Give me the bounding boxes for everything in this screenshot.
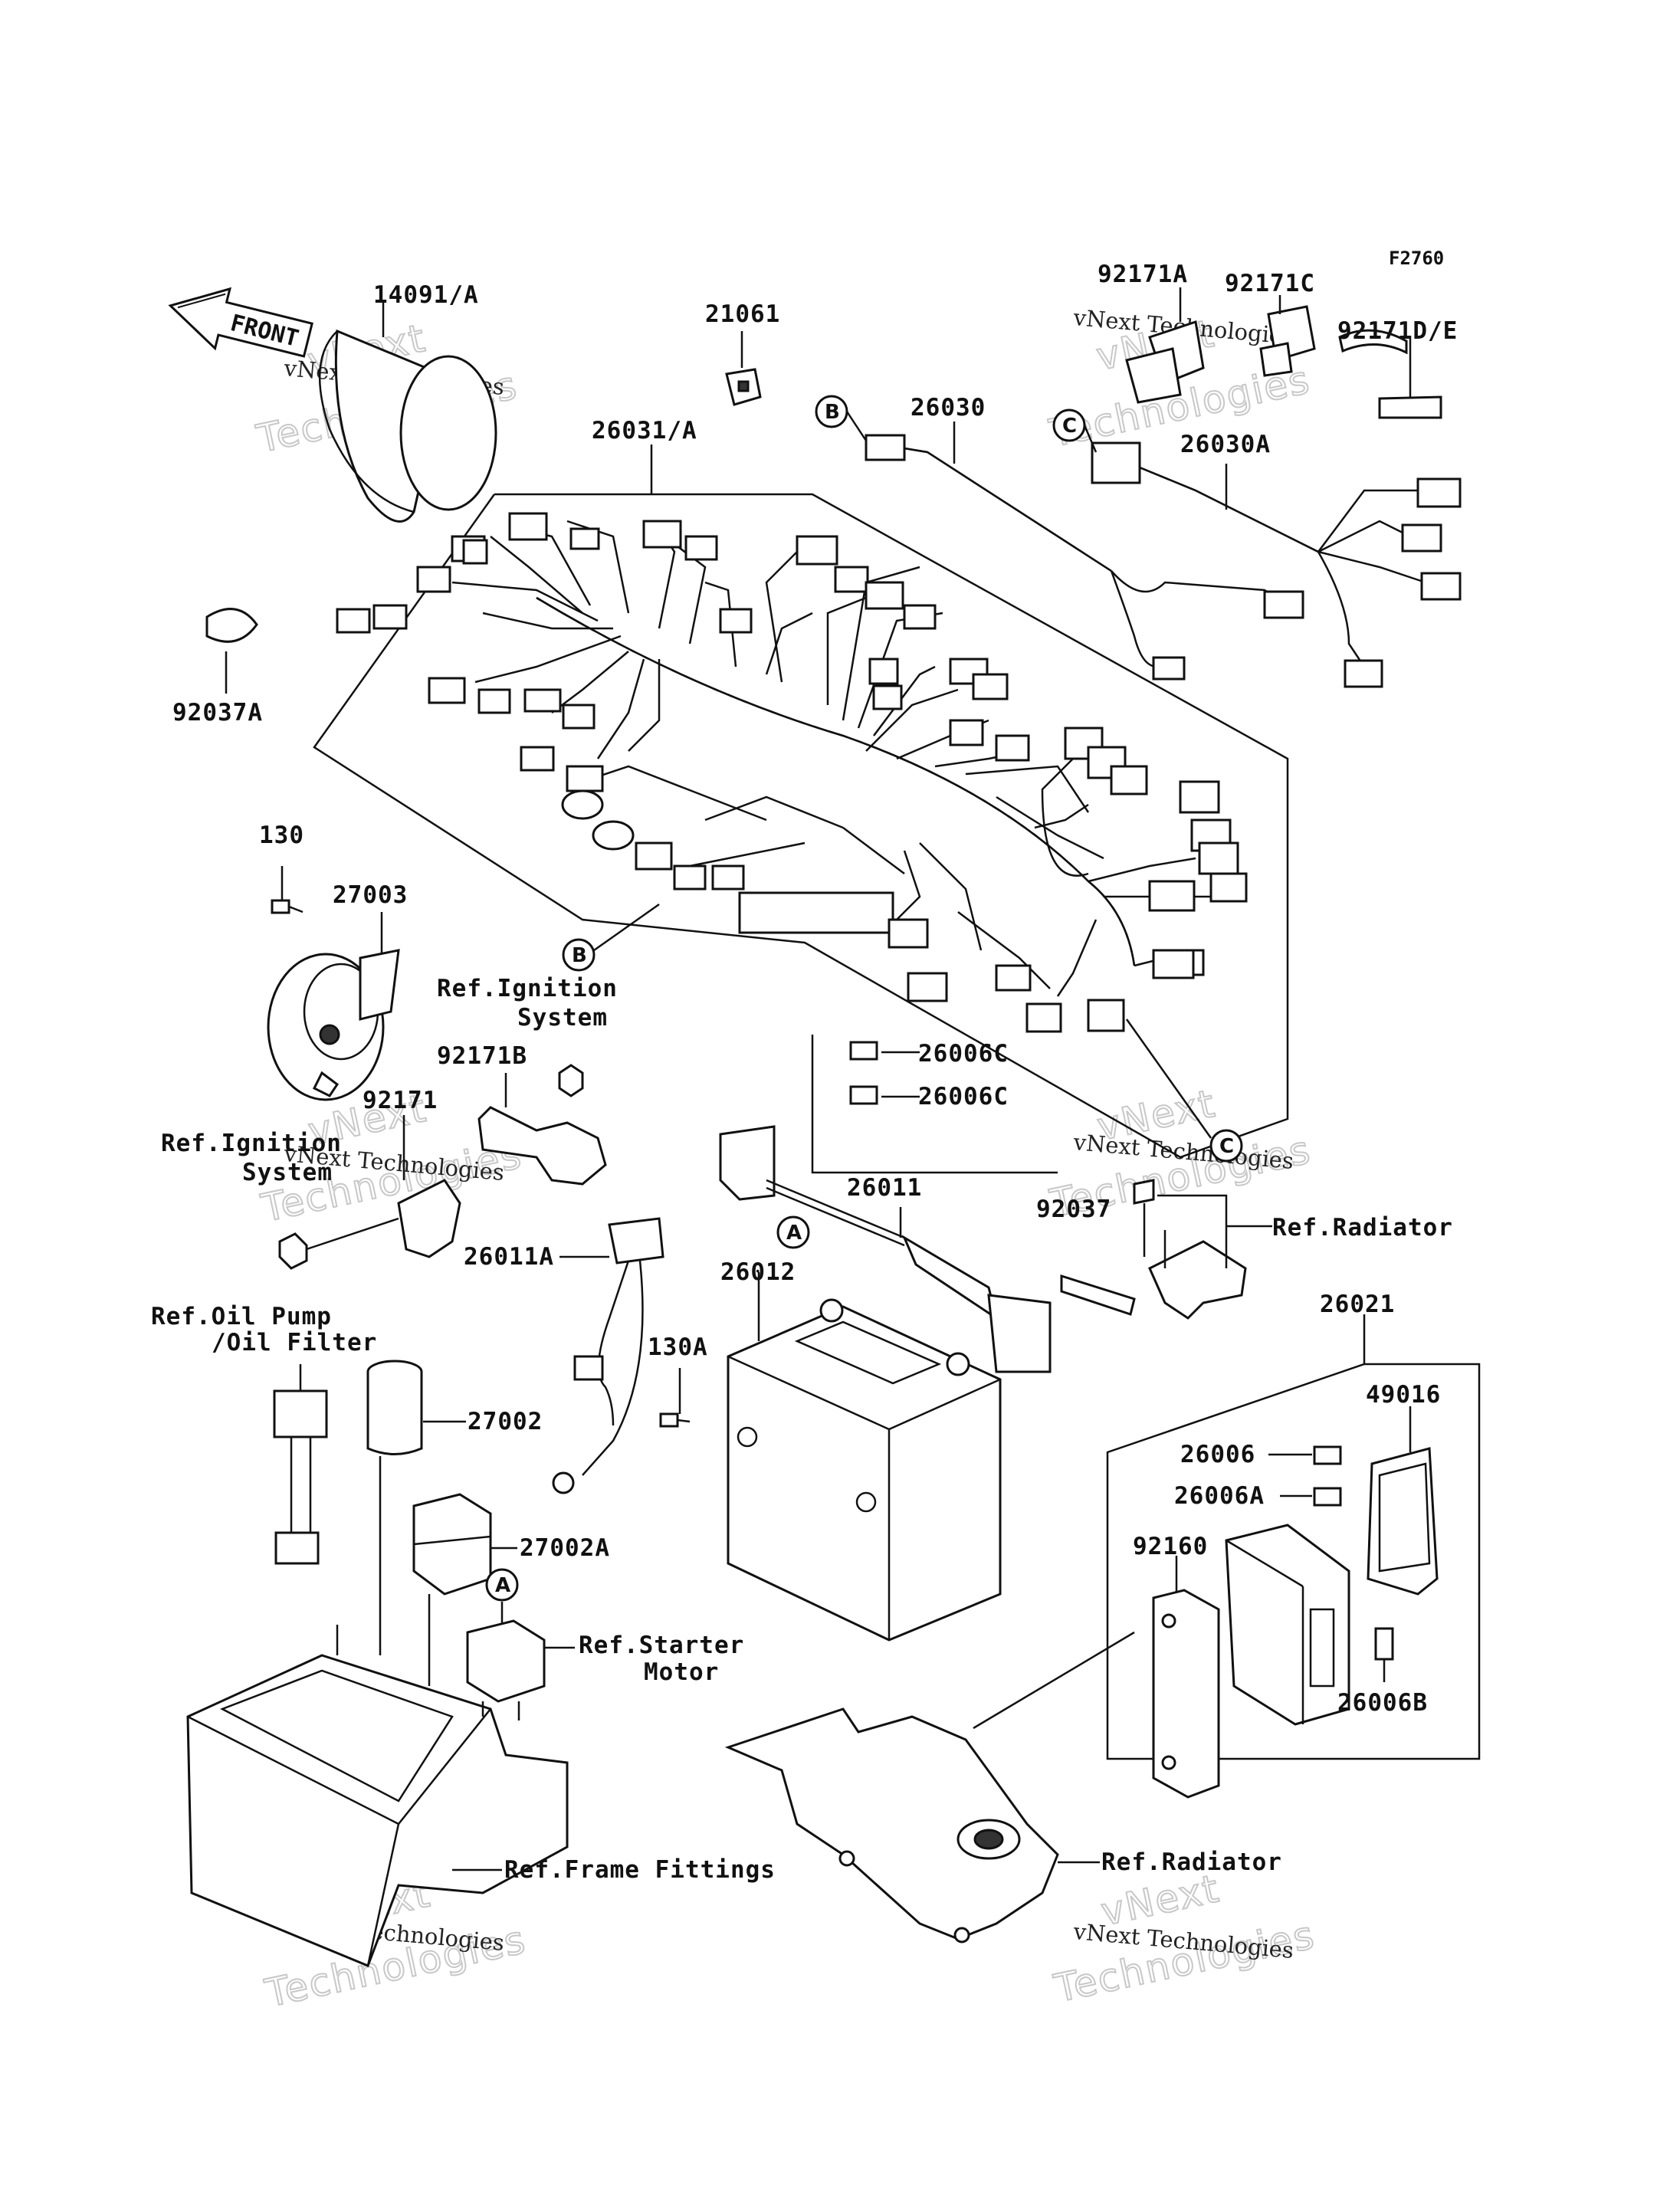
part-92171DE	[1338, 329, 1442, 419]
label-26006A: 26006A	[1174, 1482, 1265, 1510]
part-radiator-cover	[724, 1631, 1135, 1944]
label-26031: 26031/A	[592, 417, 697, 444]
callout-c-harness: C	[1209, 1129, 1243, 1163]
callout-a-starter: A	[485, 1568, 519, 1602]
label-27003: 27003	[333, 881, 408, 909]
label-92037: 92037	[1036, 1196, 1111, 1223]
part-26006C-2	[849, 1085, 920, 1105]
part-fuse-box	[1225, 1524, 1350, 1726]
part-26031-main-harness	[336, 512, 1248, 1033]
part-92037A	[205, 608, 258, 694]
part-14091	[318, 300, 497, 523]
figure-code: F2760	[1389, 248, 1444, 269]
ref-ignition-2-line2: System	[242, 1159, 333, 1186]
ref-ignition-2-line1: Ref.Ignition	[161, 1130, 342, 1157]
label-92171C: 92171C	[1225, 270, 1315, 297]
svg-text:A: A	[786, 1222, 802, 1245]
part-26011A-cable	[552, 1217, 664, 1494]
label-26030: 26030	[911, 394, 986, 422]
ref-oil-line2: /Oil Filter	[212, 1329, 377, 1356]
callout-b-harness: B	[562, 938, 596, 972]
part-92037-strap	[1060, 1179, 1247, 1320]
ref-ignition-1-line2: System	[517, 1004, 608, 1032]
label-27002: 27002	[468, 1408, 543, 1435]
label-26006B: 26006B	[1337, 1689, 1428, 1717]
callout-b-top: B	[815, 395, 848, 428]
part-battery-case	[186, 1456, 569, 1967]
ref-starter-line1: Ref.Starter	[579, 1632, 744, 1659]
label-92037A: 92037A	[172, 699, 263, 727]
part-21061	[725, 331, 762, 406]
ref-radiator-2: Ref.Radiator	[1101, 1848, 1282, 1876]
svg-text:C: C	[1219, 1135, 1234, 1158]
part-26030A	[1091, 441, 1462, 688]
label-26011: 26011	[847, 1174, 922, 1202]
part-26012-battery	[727, 1272, 1002, 1642]
part-92171C	[1259, 295, 1316, 377]
part-92171A	[1125, 287, 1205, 404]
label-26006C-1: 26006C	[918, 1040, 1009, 1068]
label-49016: 49016	[1366, 1381, 1441, 1409]
part-27002	[366, 1360, 466, 1455]
label-21061: 21061	[705, 300, 780, 328]
label-27002A: 27002A	[520, 1534, 610, 1562]
label-26030A: 26030A	[1180, 431, 1271, 458]
svg-text:B: B	[825, 401, 840, 424]
part-92171B	[477, 1064, 607, 1186]
label-130: 130	[259, 822, 304, 849]
frame-26031	[313, 493, 1289, 1159]
label-92171: 92171	[363, 1087, 438, 1114]
part-27003-horn	[267, 912, 400, 1101]
part-26006-fuse	[1268, 1445, 1342, 1465]
part-26006A-fuse	[1280, 1487, 1342, 1507]
part-26011-cable	[719, 1125, 1052, 1373]
svg-text:B: B	[572, 944, 587, 967]
frame-26021	[1106, 1314, 1481, 1760]
label-130A: 130A	[648, 1333, 708, 1361]
label-92171DE: 92171D/E	[1337, 317, 1458, 345]
label-92171B: 92171B	[437, 1042, 527, 1070]
label-26012: 26012	[720, 1258, 796, 1286]
label-26021: 26021	[1320, 1291, 1395, 1318]
part-oil-connector	[273, 1364, 328, 1565]
part-130-bolt	[271, 866, 304, 914]
part-26006C-1	[849, 1041, 920, 1061]
ref-ignition-1-line1: Ref.Ignition	[437, 975, 618, 1002]
svg-text:C: C	[1062, 415, 1077, 438]
part-92160-bracket	[1152, 1556, 1220, 1799]
svg-text:A: A	[495, 1574, 510, 1597]
part-26030	[865, 422, 1304, 681]
ref-radiator-1: Ref.Radiator	[1272, 1214, 1453, 1242]
label-92160: 92160	[1133, 1533, 1208, 1560]
label-26006C-2: 26006C	[918, 1083, 1009, 1110]
part-26006B-fuse	[1374, 1627, 1394, 1682]
callout-a-cable: A	[776, 1215, 810, 1249]
part-49016-cover	[1367, 1406, 1439, 1596]
label-26011A: 26011A	[464, 1243, 554, 1271]
part-92171-bracket	[278, 1115, 461, 1270]
part-starter-relay	[466, 1602, 575, 1703]
ref-starter-line2: Motor	[644, 1658, 719, 1686]
callout-c-top: C	[1052, 408, 1086, 442]
label-26006: 26006	[1180, 1441, 1255, 1468]
label-92171A: 92171A	[1098, 261, 1188, 288]
ref-oil-line1: Ref.Oil Pump	[151, 1303, 332, 1330]
ref-frame-fittings: Ref.Frame Fittings	[504, 1856, 776, 1884]
label-14091: 14091/A	[373, 281, 479, 309]
part-130A-bolt	[659, 1368, 691, 1428]
